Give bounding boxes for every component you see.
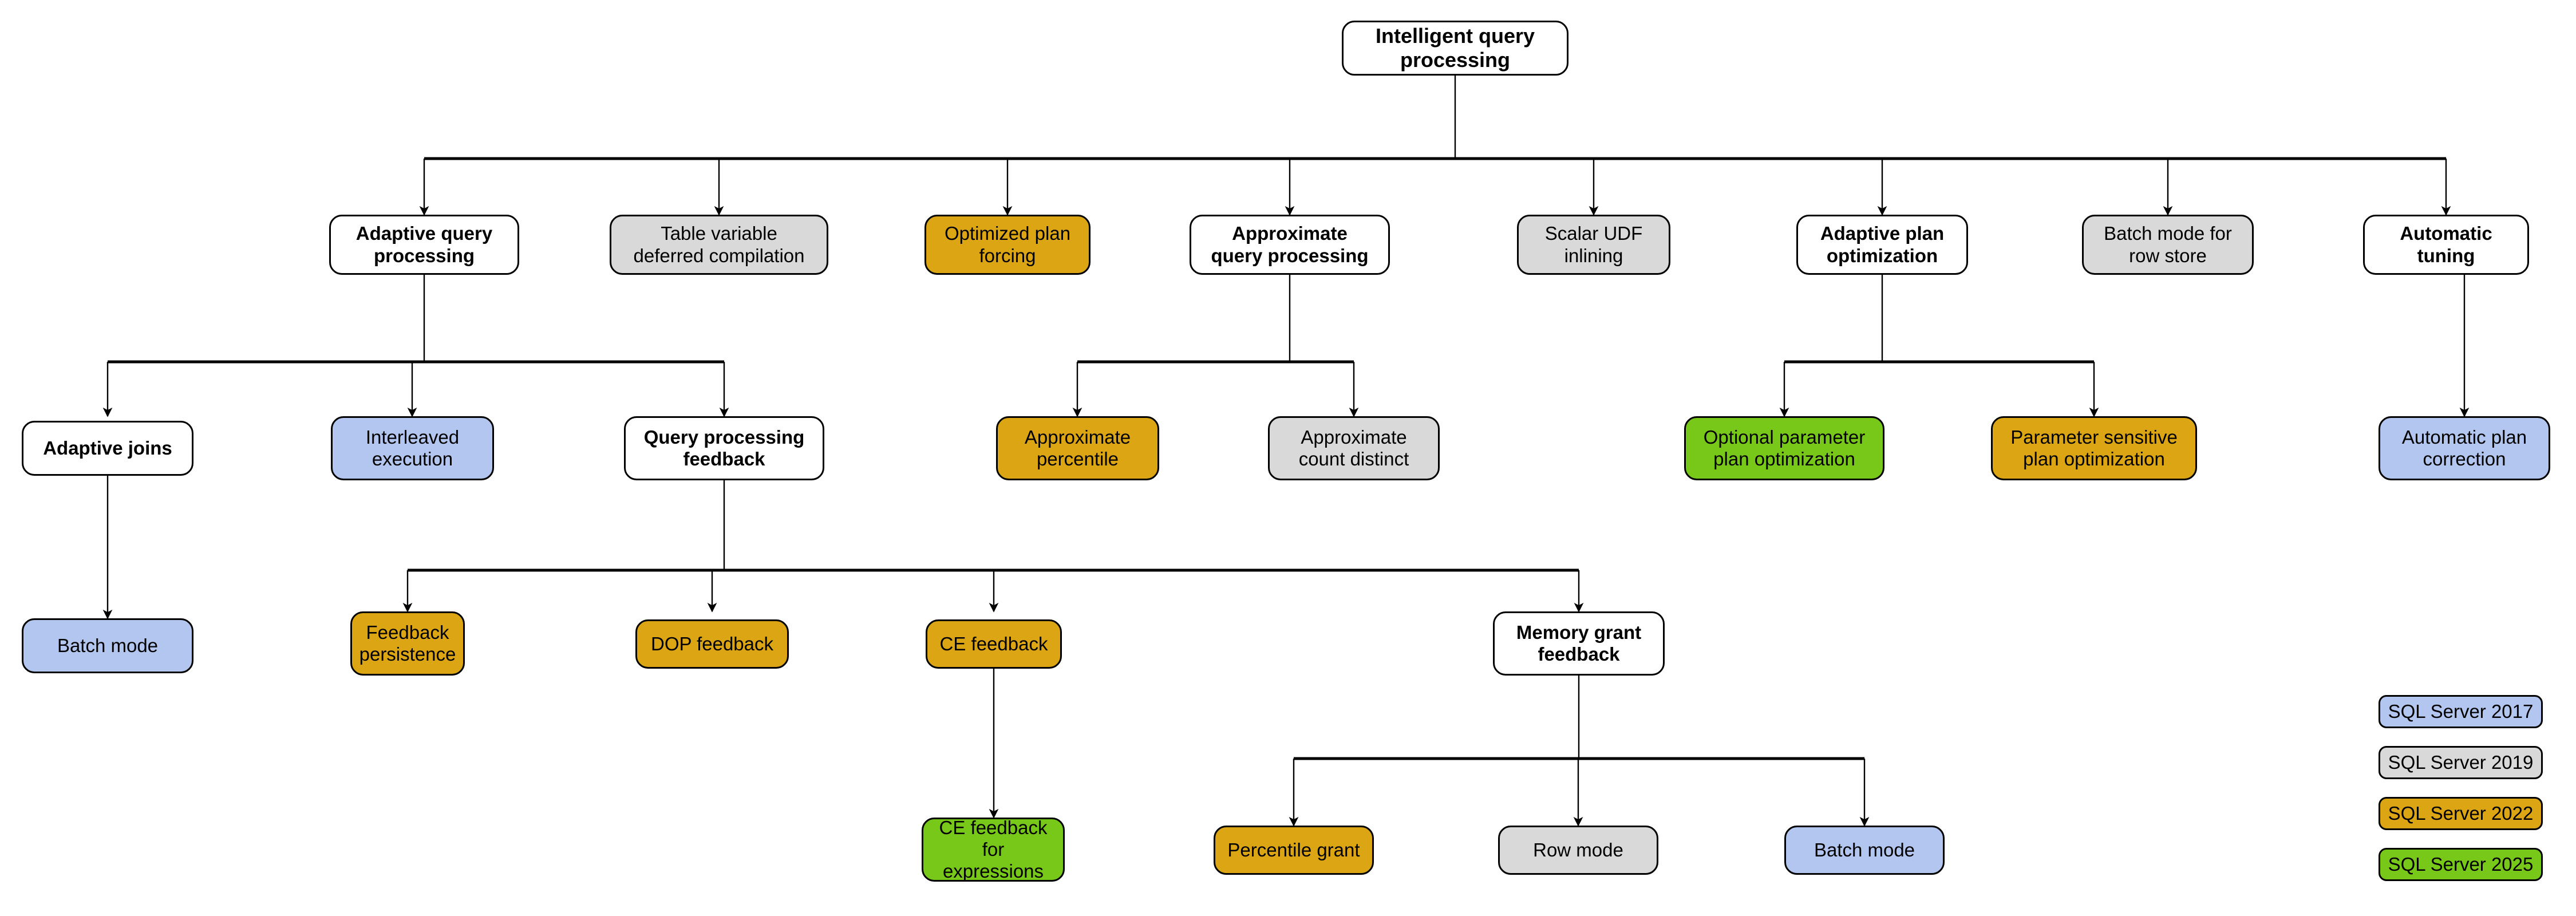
node-autot[interactable]: Automatic tuning xyxy=(2363,215,2529,275)
node-cef[interactable]: CE feedback xyxy=(926,619,1062,669)
node-opf[interactable]: Optimized plan forcing xyxy=(924,215,1091,275)
node-pspo[interactable]: Parameter sensitive plan optimization xyxy=(1991,416,2197,480)
node-pgrant[interactable]: Percentile grant xyxy=(1214,826,1374,875)
node-rmode[interactable]: Row mode xyxy=(1498,826,1658,875)
node-label: Batch mode xyxy=(57,634,159,656)
node-approx[interactable]: Approximate query processing xyxy=(1190,215,1390,275)
node-label: Row mode xyxy=(1533,839,1623,860)
node-qpf[interactable]: Query processing feedback xyxy=(624,416,824,480)
node-label: Optional parameter plan optimization xyxy=(1703,426,1866,469)
node-label: Feedback persistence xyxy=(359,621,456,665)
node-sudf[interactable]: Scalar UDF inlining xyxy=(1517,215,1670,275)
legend-item-1: SQL Server 2019 xyxy=(2379,746,2543,779)
legend-item-3: SQL Server 2025 xyxy=(2379,848,2543,881)
node-mgf[interactable]: Memory grant feedback xyxy=(1493,611,1665,676)
node-cefe[interactable]: CE feedback for expressions xyxy=(922,816,1065,882)
legend-item-label: SQL Server 2022 xyxy=(2388,803,2534,824)
node-label: Adaptive joins xyxy=(43,437,172,459)
node-label: CE feedback xyxy=(939,633,1048,654)
node-label: Automatic plan correction xyxy=(2401,426,2527,469)
node-label: DOP feedback xyxy=(650,633,774,654)
node-oppo[interactable]: Optional parameter plan optimization xyxy=(1684,416,1884,480)
node-root[interactable]: Intelligent query processing xyxy=(1342,21,1568,76)
node-tvdc[interactable]: Table variable deferred compilation xyxy=(610,215,828,275)
node-bmode1[interactable]: Batch mode xyxy=(22,618,193,673)
node-label: Memory grant feedback xyxy=(1516,621,1642,665)
node-ilex[interactable]: Interleaved execution xyxy=(331,416,494,480)
node-apc[interactable]: Automatic plan correction xyxy=(2379,416,2550,480)
node-dopf[interactable]: DOP feedback xyxy=(635,619,789,669)
node-label: Adaptive plan optimization xyxy=(1820,223,1945,266)
node-aqp[interactable]: Adaptive query processing xyxy=(329,215,519,275)
node-label: Adaptive query processing xyxy=(355,223,493,266)
node-label: Table variable deferred compilation xyxy=(633,223,805,266)
node-label: CE feedback for expressions xyxy=(939,816,1048,882)
node-label: Approximate count distinct xyxy=(1298,426,1409,469)
node-bmode2[interactable]: Batch mode xyxy=(1784,826,1945,875)
node-label: Query processing feedback xyxy=(643,426,805,469)
node-label: Optimized plan forcing xyxy=(944,223,1071,266)
node-label: Batch mode for row store xyxy=(2104,223,2232,266)
legend-item-2: SQL Server 2022 xyxy=(2379,797,2543,830)
node-ajoins[interactable]: Adaptive joins xyxy=(22,421,193,476)
node-label: Parameter sensitive plan optimization xyxy=(2010,426,2178,469)
node-label: Approximate query processing xyxy=(1211,223,1369,266)
node-label: Batch mode xyxy=(1814,839,1915,860)
node-apct[interactable]: Approximate percentile xyxy=(996,416,1159,480)
node-acdist[interactable]: Approximate count distinct xyxy=(1268,416,1440,480)
legend-item-label: SQL Server 2025 xyxy=(2388,854,2534,875)
node-fbp[interactable]: Feedback persistence xyxy=(350,611,465,676)
node-bmrs[interactable]: Batch mode for row store xyxy=(2082,215,2254,275)
node-label: Interleaved execution xyxy=(365,426,460,469)
node-label: Intelligent query processing xyxy=(1375,24,1535,72)
legend-item-0: SQL Server 2017 xyxy=(2379,695,2543,728)
node-label: Automatic tuning xyxy=(2400,223,2492,266)
node-label: Approximate percentile xyxy=(1024,426,1131,469)
legend-item-label: SQL Server 2017 xyxy=(2388,701,2534,722)
node-label: Percentile grant xyxy=(1227,839,1360,860)
legend-item-label: SQL Server 2019 xyxy=(2388,752,2534,773)
node-label: Scalar UDF inlining xyxy=(1544,223,1643,266)
node-apo[interactable]: Adaptive plan optimization xyxy=(1796,215,1968,275)
